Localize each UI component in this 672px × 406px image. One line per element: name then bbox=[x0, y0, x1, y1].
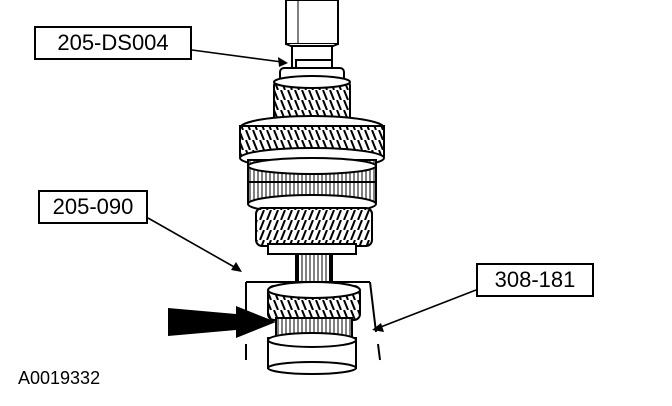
callout-label: 308-181 bbox=[476, 263, 594, 297]
callout-label: 205-DS004 bbox=[34, 26, 192, 60]
base-cup bbox=[267, 332, 357, 375]
large-gear-lower bbox=[255, 207, 373, 255]
lower-shaft bbox=[297, 253, 331, 285]
figure-id: A0019332 bbox=[18, 368, 101, 388]
leader-lines bbox=[147, 49, 477, 332]
installer-tool bbox=[285, 0, 339, 69]
callout-label: 205-090 bbox=[38, 190, 148, 224]
direction-arrow bbox=[168, 306, 276, 338]
bottom-gear bbox=[267, 281, 361, 339]
synchronizer-assembly bbox=[247, 157, 377, 214]
